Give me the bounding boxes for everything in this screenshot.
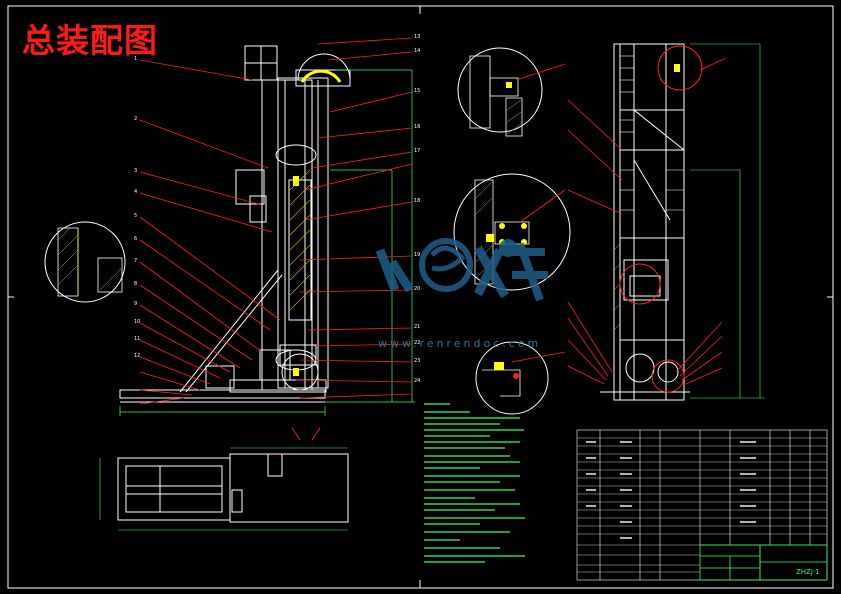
svg-text:6: 6 [134,236,137,242]
svg-text:8: 8 [134,281,137,287]
svg-text:17: 17 [414,148,420,154]
technical-notes [424,403,525,563]
svg-text:12: 12 [134,353,140,359]
drawing-title: 总装配图 [22,21,158,60]
parts-list-text-marks [586,441,756,539]
svg-text:23: 23 [414,358,420,364]
svg-text:21: 21 [414,324,420,330]
svg-text:11: 11 [134,336,140,342]
svg-text:9: 9 [134,301,137,307]
detail-circle-c [475,341,566,415]
main-assembly-view [119,45,351,403]
svg-text:2: 2 [134,116,137,122]
side-view-highlight [674,64,680,72]
tube-hatching [289,169,311,311]
detail-circle-left [44,221,126,303]
watermark-url: www.renrendoc.com [378,337,542,350]
svg-text:4: 4 [134,189,137,195]
side-view-detail-circle-mid [619,263,661,305]
svg-text:20: 20 [414,286,420,292]
svg-text:24: 24 [414,378,420,384]
main-dimensions [119,69,415,416]
side-view-detail-circle-top [657,45,703,91]
main-leader-lines-right [291,37,413,441]
svg-text:7: 7 [134,258,137,264]
plan-view-dimensions [99,447,348,531]
parts-list-table [576,429,828,581]
watermark-logo [375,238,548,302]
parts-list-rows [577,437,827,573]
title-block-cells [699,544,828,581]
svg-text:5: 5 [134,213,137,219]
svg-text:16: 16 [414,124,420,130]
side-view-detail-circle-bottom [651,359,685,393]
detail-circle-a [457,47,566,137]
svg-text:10: 10 [134,319,140,325]
svg-text:18: 18 [414,198,420,204]
svg-text:22: 22 [414,340,420,346]
top-sheave-highlight [300,69,342,83]
svg-text:1: 1 [134,56,137,62]
slider-highlight-2 [293,368,299,376]
svg-text:15: 15 [414,88,420,94]
main-leader-lines-left [139,59,281,405]
slider-highlight [293,176,299,186]
side-view [600,43,690,401]
side-view-dimensions [690,43,765,399]
side-view-leaders [567,57,727,385]
side-view-hatch [613,243,621,331]
svg-text:14: 14 [414,48,420,54]
drawing-number: ZHZJ-1 [796,568,820,576]
drawing-frame [7,5,834,589]
plan-view [117,453,349,523]
svg-text:19: 19 [414,252,420,258]
svg-text:13: 13 [414,34,420,40]
svg-text:3: 3 [134,168,137,174]
side-view-ladder [620,55,684,211]
